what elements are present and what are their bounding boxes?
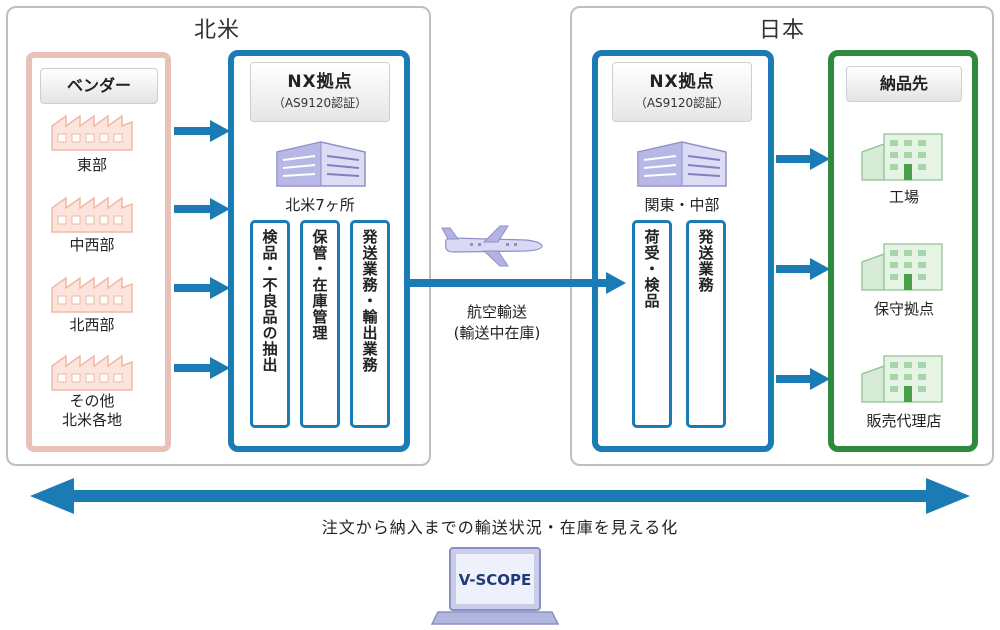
north-america-region xyxy=(6,6,431,466)
japan-region xyxy=(570,6,994,466)
task-storage: 保管・在庫管理 xyxy=(300,220,340,428)
task-receiving-inspection-label: 荷受・検品 xyxy=(642,229,661,309)
air-transport-arrow xyxy=(406,272,626,294)
arrow-head xyxy=(810,368,830,390)
nx-subtitle: （AS9120認証） xyxy=(272,96,368,110)
nx-japan-title-tab: NX拠点 （AS9120認証） xyxy=(612,62,752,122)
task-storage-label: 保管・在庫管理 xyxy=(310,229,329,341)
arrow-shaft xyxy=(174,205,212,213)
task-shipping-export-label: 発送業務・輸出業務 xyxy=(360,229,379,373)
arrow-shaft xyxy=(776,375,812,383)
arrow-head xyxy=(810,258,830,280)
destination-item-factory: 工場 xyxy=(888,188,919,206)
japan-label: 日本 xyxy=(748,12,816,44)
task-shipping-export: 発送業務・輸出業務 xyxy=(350,220,390,428)
factory-icon xyxy=(51,114,133,151)
task-shipping-label: 発送業務 xyxy=(696,229,715,293)
visibility-double-arrow xyxy=(30,478,970,514)
task-inspection: 検品・不良品の抽出 xyxy=(250,220,290,428)
office-building-icon xyxy=(276,141,366,187)
arrow-shaft xyxy=(776,155,812,163)
arrow-head xyxy=(810,148,830,170)
airplane-icon xyxy=(441,225,543,267)
office-building-icon xyxy=(637,141,727,187)
task-shipping: 発送業務 xyxy=(686,220,726,428)
destination-title: 納品先 xyxy=(846,66,962,102)
nx-north-america-location: 北米7ヶ所 xyxy=(285,196,355,214)
task-receiving-inspection: 荷受・検品 xyxy=(632,220,672,428)
arrow-shaft xyxy=(174,284,212,292)
laptop-icon: V-SCOPE xyxy=(430,547,560,625)
building-icon xyxy=(861,133,943,181)
nx-title: NX拠点 xyxy=(649,72,715,92)
destination-item-dealer: 販売代理店 xyxy=(866,412,942,430)
arrow-shaft xyxy=(174,127,212,135)
vscope-label: V-SCOPE xyxy=(459,571,532,589)
nx-title: NX拠点 xyxy=(287,72,353,92)
arrow-shaft xyxy=(174,364,212,372)
factory-icon xyxy=(51,276,133,313)
building-icon xyxy=(861,355,943,403)
north-america-label: 北米 xyxy=(183,12,251,44)
air-transport-label: 航空輸送 (輸送中在庫) xyxy=(432,302,562,344)
vendor-item-northwest: 北西部 xyxy=(69,316,115,334)
nx-north-america-title-tab: NX拠点 （AS9120認証） xyxy=(250,62,390,122)
vendor-item-east: 東部 xyxy=(76,156,107,174)
factory-icon xyxy=(51,196,133,233)
arrow-head xyxy=(606,272,626,294)
nx-japan-panel xyxy=(592,50,774,452)
air-transport-line1: 航空輸送 xyxy=(466,303,527,321)
nx-subtitle: （AS9120認証） xyxy=(634,96,730,110)
arrow-shaft xyxy=(406,279,606,287)
factory-icon xyxy=(51,354,133,391)
vendor-to-nx-arrows xyxy=(174,120,230,379)
nx-to-destination-arrows xyxy=(776,148,830,390)
vendor-item-midwest: 中西部 xyxy=(69,236,115,254)
visibility-caption: 注文から納入までの輸送状況・在庫を見える化 xyxy=(321,518,679,537)
air-transport-line2: (輸送中在庫) xyxy=(453,324,541,342)
arrow-head xyxy=(210,198,230,220)
nx-japan-location: 関東・中部 xyxy=(644,196,720,214)
arrow-head xyxy=(210,277,230,299)
arrow-shaft xyxy=(776,265,812,273)
destination-item-maintenance: 保守拠点 xyxy=(873,300,934,318)
arrow-head xyxy=(210,357,230,379)
arrow-head xyxy=(210,120,230,142)
nx-north-america-panel xyxy=(228,50,410,452)
vendor-title: ベンダー xyxy=(40,68,158,104)
task-inspection-label: 検品・不良品の抽出 xyxy=(260,229,279,373)
building-icon xyxy=(861,243,943,291)
vendor-item-other: その他 北米各地 xyxy=(61,392,122,429)
